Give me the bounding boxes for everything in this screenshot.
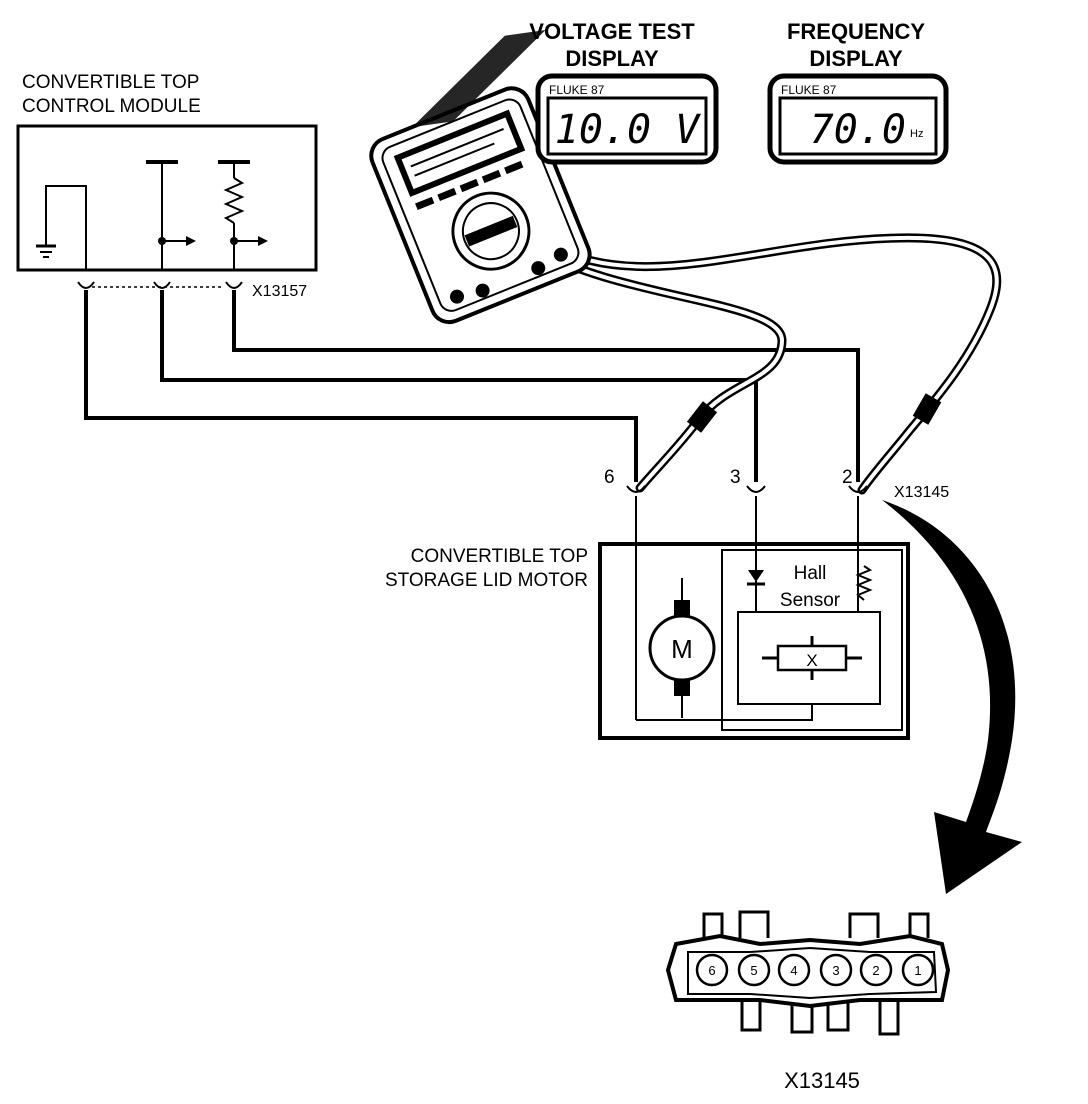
- voltage-brand: FLUKE 87: [549, 83, 605, 97]
- voltage-reading: 10.0 V: [555, 107, 701, 153]
- motor-symbol: M: [671, 634, 693, 664]
- resistor-icon: [223, 177, 245, 224]
- face-pin-3: 3: [832, 963, 839, 978]
- frequency-display: FREQUENCY DISPLAY FLUKE 87 70.0 Hz: [767, 19, 949, 165]
- ground-icon: [36, 185, 87, 270]
- wire-pin-2: [232, 290, 860, 482]
- test-leads: [525, 233, 1002, 495]
- frequency-heading-line1: FREQUENCY: [787, 19, 925, 44]
- face-pin-6: 6: [708, 963, 715, 978]
- voltage-heading-line2: DISPLAY: [565, 46, 659, 71]
- pin-label-3: 3: [730, 467, 741, 488]
- connector-face: 6 5 4 3 2 1 X13145: [665, 910, 951, 1093]
- wire-pin-3: [160, 290, 758, 482]
- pin-label-2: 2: [842, 467, 853, 488]
- face-pin-4: 4: [790, 963, 797, 978]
- hall-element-symbol: X: [806, 651, 817, 670]
- control-module: CONVERTIBLE TOP CONTROL MODULE: [16, 72, 318, 300]
- module-title-line1: CONVERTIBLE TOP: [22, 72, 199, 93]
- storage-lid-motor: CONVERTIBLE TOP STORAGE LID MOTOR M Hall…: [385, 496, 910, 740]
- diode-icon: [747, 570, 765, 586]
- multimeter: [369, 30, 592, 325]
- harness-wires: [84, 290, 860, 482]
- voltage-display: VOLTAGE TEST DISPLAY FLUKE 87 10.0 V: [529, 19, 719, 165]
- motor-connector-label: X13145: [894, 484, 949, 501]
- voltage-heading-line1: VOLTAGE TEST: [529, 19, 695, 44]
- module-connector: X13157: [77, 281, 307, 300]
- face-pin-2: 2: [872, 963, 879, 978]
- motor-title-line1: CONVERTIBLE TOP: [411, 546, 588, 567]
- pin-label-6: 6: [604, 467, 615, 488]
- frequency-reading: 70.0: [810, 107, 906, 153]
- hall-sensor-box: [721, 549, 903, 731]
- frequency-unit: Hz: [910, 128, 923, 140]
- frequency-heading-line2: DISPLAY: [809, 46, 903, 71]
- module-connector-label: X13157: [252, 283, 307, 300]
- frequency-brand: FLUKE 87: [781, 83, 837, 97]
- supply-circuit: [146, 160, 196, 270]
- pullup-resistor-icon: [855, 565, 873, 601]
- curved-arrow-icon: [882, 500, 1022, 894]
- wire-pin-6: [84, 290, 638, 482]
- face-pin-5: 5: [750, 963, 757, 978]
- connector-face-label: X13145: [784, 1068, 860, 1093]
- module-title-line2: CONTROL MODULE: [22, 96, 201, 117]
- face-pin-1: 1: [914, 963, 921, 978]
- hall-label-line1: Hall: [794, 563, 827, 584]
- motor-connector: 6 3 2 X13145: [604, 467, 949, 501]
- motor-title-line2: STORAGE LID MOTOR: [385, 570, 588, 591]
- hall-label-line2: Sensor: [780, 590, 841, 611]
- module-box: [16, 124, 318, 272]
- motor-icon: M: [648, 578, 716, 718]
- resistor-circuit: [218, 160, 268, 270]
